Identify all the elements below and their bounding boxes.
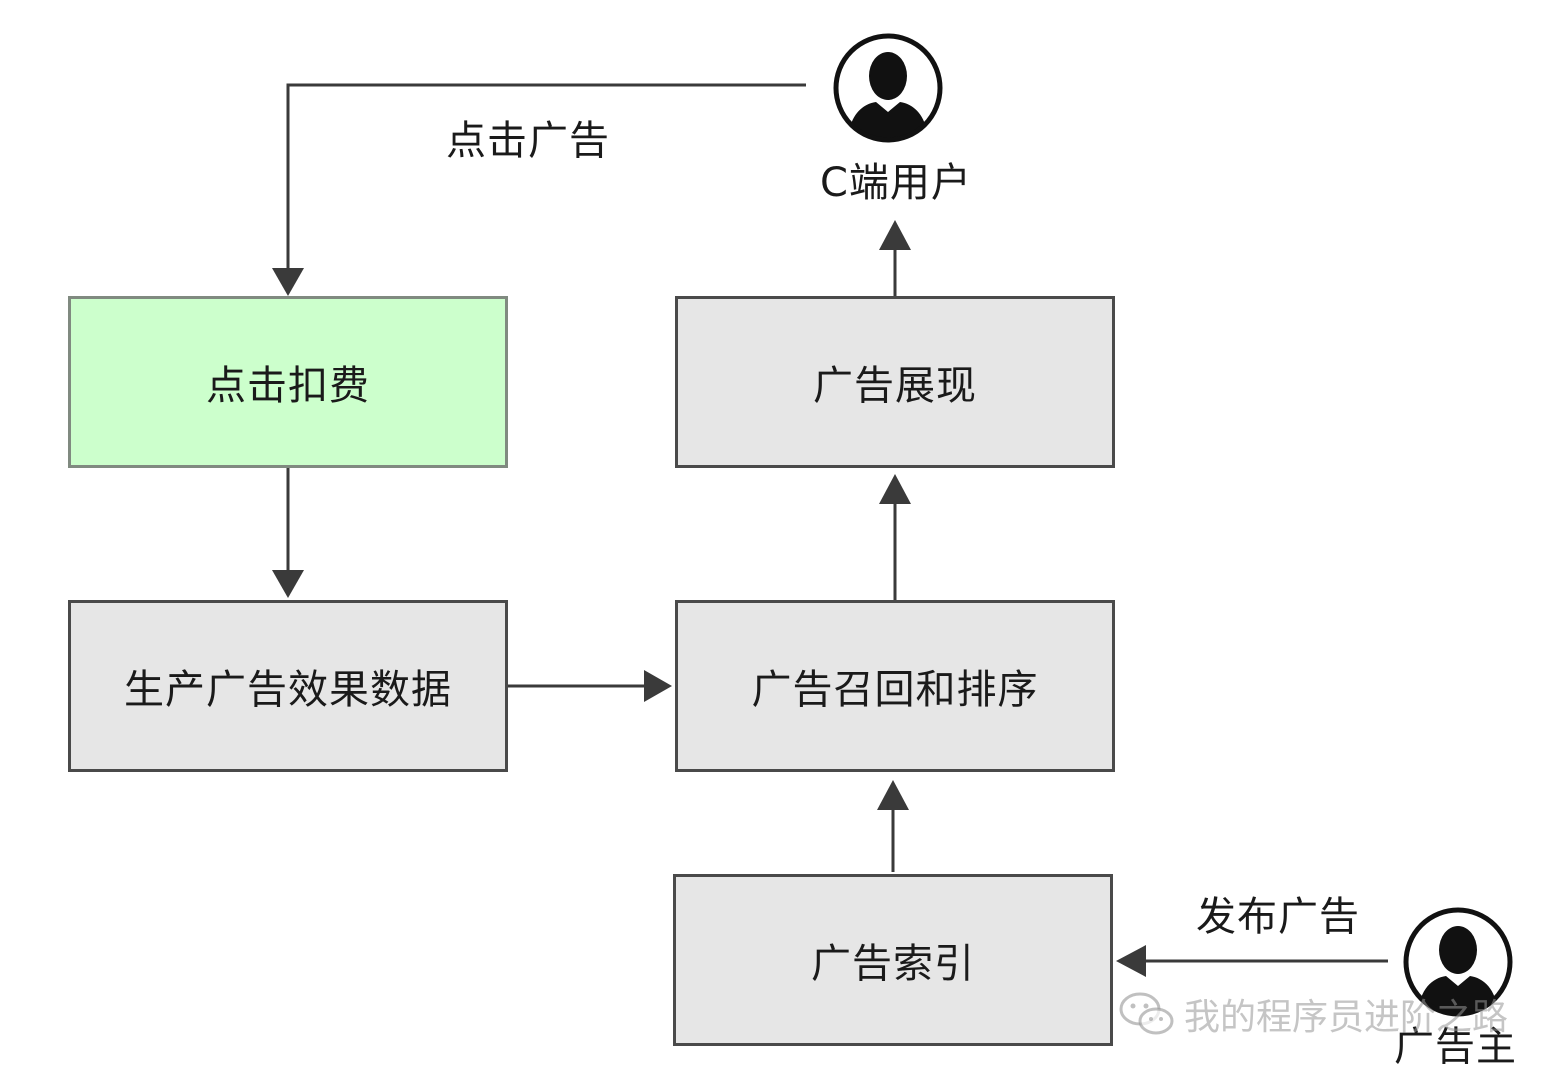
edge-label-publish-ad: 发布广告 bbox=[1196, 894, 1360, 940]
c-user-avatar-icon bbox=[833, 33, 943, 143]
wechat-icon bbox=[1119, 992, 1174, 1035]
node-ad-index-label: 广告索引 bbox=[811, 941, 975, 987]
advertiser-avatar-icon bbox=[1403, 907, 1513, 1017]
node-ad-display: 广告展现 bbox=[675, 296, 1115, 468]
node-recall-rank: 广告召回和排序 bbox=[675, 600, 1115, 772]
node-produce-data-label: 生产广告效果数据 bbox=[124, 667, 452, 713]
node-ad-index: 广告索引 bbox=[673, 874, 1113, 1046]
node-recall-rank-label: 广告召回和排序 bbox=[751, 667, 1039, 713]
c-user-label: C端用户 bbox=[820, 160, 972, 206]
node-click-charge: 点击扣费 bbox=[68, 296, 508, 468]
node-produce-data: 生产广告效果数据 bbox=[68, 600, 508, 772]
node-ad-display-label: 广告展现 bbox=[813, 363, 977, 409]
edge-click-ad bbox=[286, 83, 806, 272]
node-click-charge-label: 点击扣费 bbox=[206, 363, 370, 409]
watermark-text: 我的程序员进阶之路 bbox=[1184, 997, 1509, 1038]
advertiser-label: 广告主 bbox=[1394, 1024, 1517, 1070]
watermark: 我的程序员进阶之路 bbox=[1118, 988, 1508, 1040]
edge-label-click-ad: 点击广告 bbox=[446, 118, 610, 164]
